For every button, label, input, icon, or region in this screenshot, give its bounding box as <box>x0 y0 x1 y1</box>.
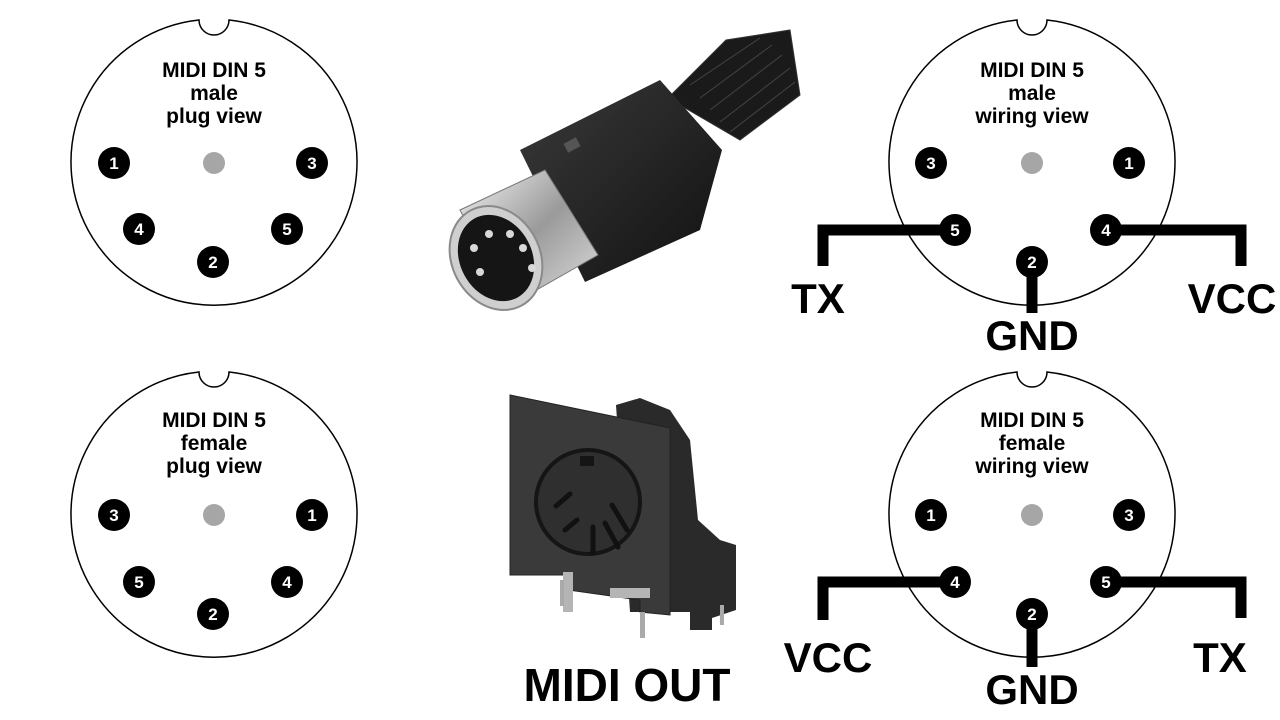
diagram-view: plug view <box>166 455 262 478</box>
svg-text:5: 5 <box>282 220 291 239</box>
svg-text:3: 3 <box>1124 506 1133 525</box>
diagram-title: MIDI DIN 5 <box>162 409 266 432</box>
pin-4: 4 <box>939 566 971 598</box>
pin-1: 1 <box>1113 147 1145 179</box>
tx-wire <box>1106 576 1247 618</box>
female-wiring-diagram: MIDI DIN 5 female wiring view 1 3 4 5 2 … <box>784 371 1247 713</box>
pin-3: 3 <box>915 147 947 179</box>
pin-4: 4 <box>123 213 155 245</box>
plug-photo <box>448 29 801 311</box>
diagram-title: MIDI DIN 5 <box>980 59 1084 82</box>
pin-1: 1 <box>296 499 328 531</box>
svg-text:4: 4 <box>1101 221 1111 240</box>
svg-text:2: 2 <box>1027 605 1036 624</box>
center-dot <box>1021 152 1043 174</box>
svg-text:1: 1 <box>926 506 935 525</box>
svg-text:5: 5 <box>1101 573 1110 592</box>
pin-3: 3 <box>98 499 130 531</box>
pin-5: 5 <box>1090 566 1122 598</box>
pin-2: 2 <box>197 598 229 630</box>
diagram-subtitle: male <box>1008 82 1056 105</box>
diagram-view: wiring view <box>974 105 1089 128</box>
svg-text:4: 4 <box>282 573 292 592</box>
pin-2: 2 <box>1016 598 1048 630</box>
svg-text:2: 2 <box>208 605 217 624</box>
pin-4: 4 <box>1090 214 1122 246</box>
pin-2: 2 <box>197 246 229 278</box>
diagram-subtitle: female <box>181 432 248 455</box>
svg-text:3: 3 <box>109 506 118 525</box>
diagram-subtitle: female <box>999 432 1066 455</box>
svg-text:1: 1 <box>307 506 316 525</box>
svg-text:3: 3 <box>926 154 935 173</box>
svg-text:4: 4 <box>134 220 144 239</box>
svg-text:4: 4 <box>950 573 960 592</box>
pin-4: 4 <box>271 566 303 598</box>
center-dot <box>1021 504 1043 526</box>
female-plug-diagram: MIDI DIN 5 female plug view 3 1 5 4 2 <box>70 371 358 658</box>
svg-text:1: 1 <box>1124 154 1133 173</box>
tx-label: TX <box>791 275 845 322</box>
vcc-label: VCC <box>784 634 873 681</box>
svg-text:2: 2 <box>1027 253 1036 272</box>
pin-5: 5 <box>271 213 303 245</box>
gnd-label: GND <box>985 312 1078 359</box>
pin-1: 1 <box>915 499 947 531</box>
svg-text:5: 5 <box>950 221 959 240</box>
tx-wire <box>817 224 955 266</box>
diagram-view: plug view <box>166 105 262 128</box>
svg-text:2: 2 <box>208 253 217 272</box>
svg-text:5: 5 <box>134 573 143 592</box>
pin-2: 2 <box>1016 246 1048 278</box>
center-dot <box>203 504 225 526</box>
gnd-label: GND <box>985 666 1078 713</box>
pin-5: 5 <box>939 214 971 246</box>
center-dot <box>203 152 225 174</box>
tx-label: TX <box>1193 634 1247 681</box>
diagram-title: MIDI DIN 5 <box>980 409 1084 432</box>
vcc-wire <box>817 576 955 620</box>
diagram-view: wiring view <box>974 455 1089 478</box>
svg-text:3: 3 <box>307 154 316 173</box>
diagram-title: MIDI DIN 5 <box>162 59 266 82</box>
diagram-subtitle: male <box>190 82 238 105</box>
pin-3: 3 <box>1113 499 1145 531</box>
midi-out-caption: MIDI OUT <box>524 659 731 711</box>
svg-text:1: 1 <box>109 154 118 173</box>
male-plug-diagram: MIDI DIN 5 male plug view 1 3 4 5 2 <box>70 19 358 306</box>
pin-5: 5 <box>123 566 155 598</box>
socket-photo <box>509 394 736 638</box>
pin-3: 3 <box>296 147 328 179</box>
male-wiring-diagram: MIDI DIN 5 male wiring view 3 1 5 4 2 TX… <box>791 19 1277 359</box>
pin-1: 1 <box>98 147 130 179</box>
vcc-wire <box>1106 224 1247 266</box>
vcc-label: VCC <box>1188 275 1277 322</box>
